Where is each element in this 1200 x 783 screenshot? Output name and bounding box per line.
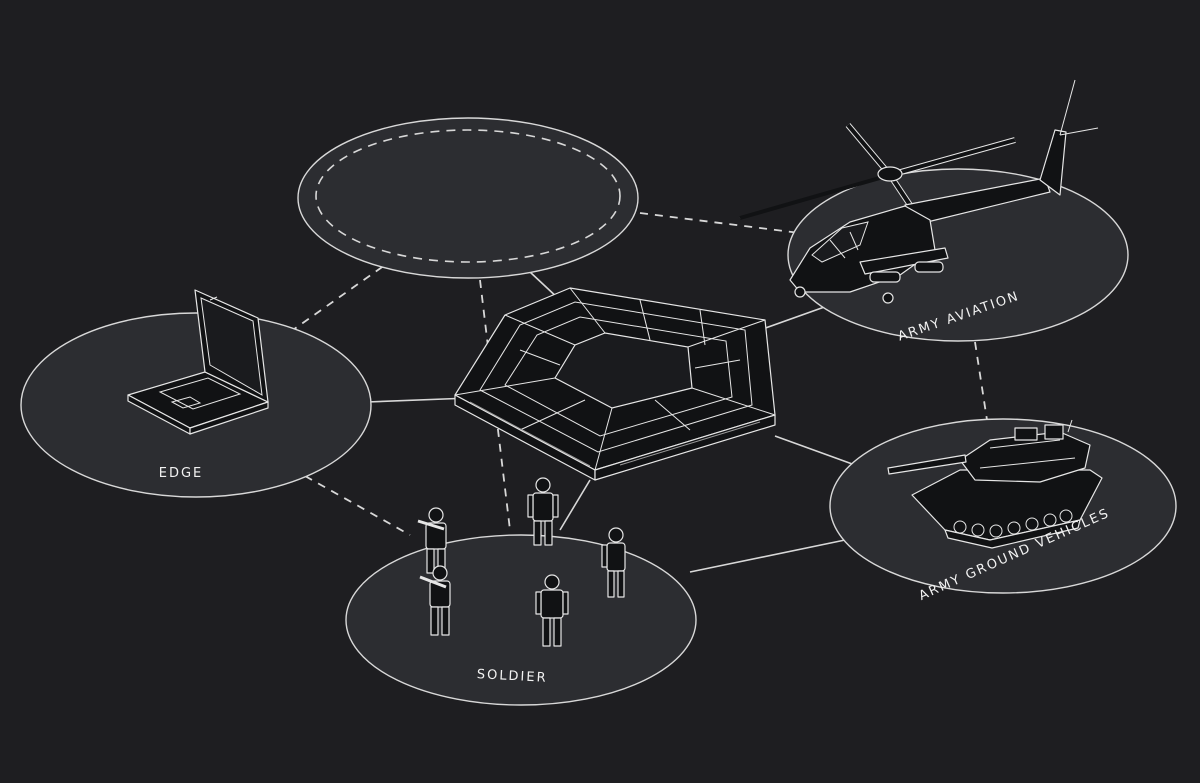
aviation-disc [787,168,1129,342]
soldier-label: SOLDIER [476,667,548,686]
edge-label: EDGE [159,466,204,481]
connector-aviation-ground [974,341,988,421]
empty-node [297,117,639,279]
soldier-node: SOLDIER [345,477,697,706]
connector-hub-soldier [559,479,591,531]
connector-edge-empty [289,264,386,333]
connector-edge-soldier [304,475,411,536]
connector-hub-aviation [759,304,831,331]
aviation-node: ARMY AVIATION [739,79,1129,345]
edge-node: EDGE [20,289,372,498]
laptop-icon [127,289,269,435]
empty-disc [297,117,639,279]
tank-icon [887,419,1103,549]
connector-hub-ground [774,435,856,466]
empty-placeholder-ring [315,129,621,263]
soldiers-icon [417,477,626,647]
connector-empty-aviation [639,212,801,234]
connector-soldier-ground [689,539,846,573]
ground-node: ARMY GROUND VEHICLES [829,418,1177,604]
connector-edge-hub [366,397,471,403]
helicopter-icon [739,79,1099,304]
pentagon-building-icon [454,287,776,481]
